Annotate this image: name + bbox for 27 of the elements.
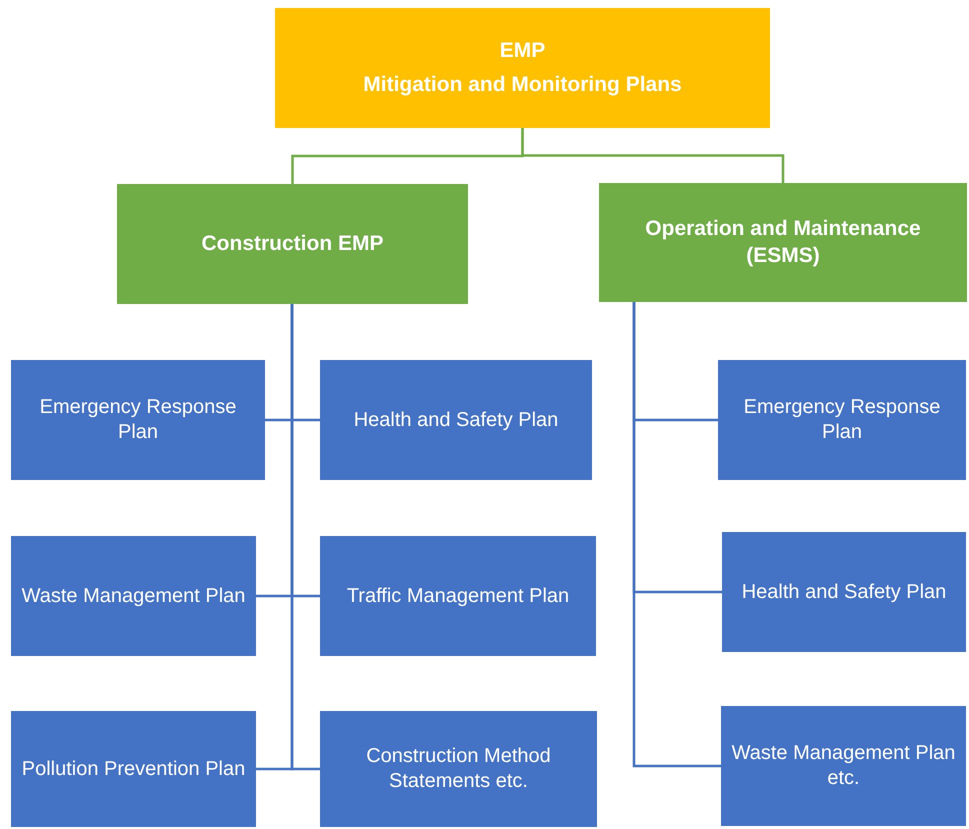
box-text: Construction EMP — [202, 230, 384, 257]
plan-box — [275, 8, 770, 128]
box-text: Traffic Management Plan — [346, 584, 570, 608]
box-text: Waste Management Plan — [22, 584, 246, 608]
box-text: Health and Safety Plan — [354, 408, 558, 432]
box-text: Waste Management Plan etc. — [730, 741, 956, 791]
plan-box — [599, 183, 967, 302]
plan-box — [11, 360, 265, 480]
box-text: Emergency Response Plan — [742, 395, 942, 445]
plan-box — [320, 536, 596, 656]
plan-box — [11, 536, 256, 656]
plan-box — [11, 711, 256, 827]
plan-box — [320, 360, 592, 480]
plan-box — [721, 706, 966, 826]
plan-box — [718, 360, 966, 480]
connector-line — [632, 302, 721, 768]
box-text: Mitigation and Monitoring Plans — [363, 72, 682, 98]
box-text: Health and Safety Plan — [742, 580, 946, 604]
box-text: Operation and Maintenance (ESMS) — [644, 216, 922, 268]
connector-line — [521, 128, 784, 183]
box-text: EMP — [500, 38, 546, 64]
plan-box — [722, 532, 966, 652]
plan-box — [320, 711, 597, 827]
box-text: Construction Method Statements etc. — [365, 744, 552, 794]
box-text: Pollution Prevention Plan — [22, 756, 246, 782]
box-text: Emergency Response Plan — [38, 395, 238, 445]
plan-box — [117, 184, 468, 304]
